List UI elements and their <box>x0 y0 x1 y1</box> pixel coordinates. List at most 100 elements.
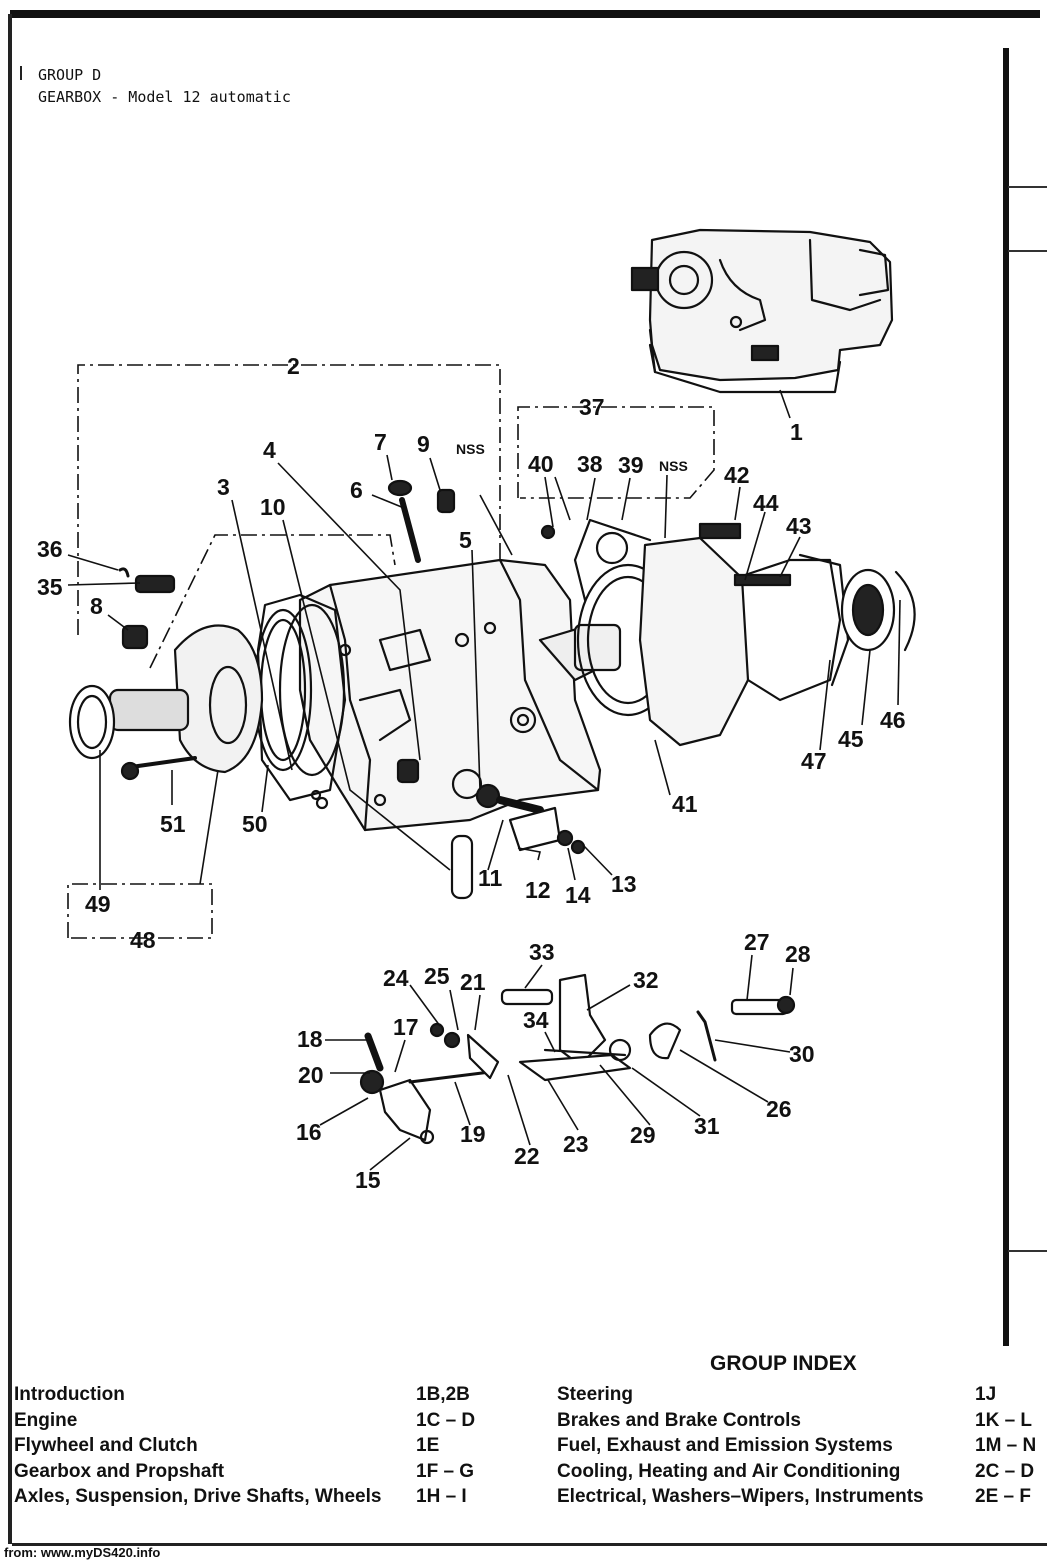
bracket-48 <box>67 883 213 939</box>
callout-47: 47 <box>801 748 827 774</box>
callout-4: 4 <box>263 437 276 463</box>
index-row[interactable]: Axles, Suspension, Drive Shafts, Wheels 1… <box>14 1484 494 1510</box>
callout-34: 34 <box>523 1007 549 1033</box>
callout-39: 39 <box>618 452 644 478</box>
index-code: 2E – F <box>975 1486 1031 1507</box>
index-name: Gearbox and Propshaft <box>14 1460 225 1482</box>
callout-8: 8 <box>90 593 103 619</box>
leader-lines <box>67 389 901 1171</box>
callout-49: 49 <box>85 891 111 917</box>
index-row[interactable]: Brakes and Brake Controls 1K – L <box>557 1408 1047 1434</box>
callout-38: 38 <box>577 451 603 477</box>
bracket-2 <box>77 364 501 635</box>
callout-29: 29 <box>630 1122 656 1148</box>
index-code: 1E <box>416 1435 440 1456</box>
index-name: Fuel, Exhaust and Emission Systems <box>557 1435 893 1456</box>
page-frame-left <box>8 14 12 1544</box>
callout-12: 12 <box>525 877 551 903</box>
callout-21: 21 <box>460 969 486 995</box>
callout-22: 22 <box>514 1143 540 1169</box>
callout-3: 3 <box>217 474 230 500</box>
callout-48: 48 <box>130 927 156 953</box>
callout-46: 46 <box>880 707 906 733</box>
group-brackets <box>67 364 715 939</box>
callout-13: 13 <box>611 871 637 897</box>
callout-36: 36 <box>37 536 63 562</box>
index-row[interactable]: Gearbox and Propshaft 1F – G <box>14 1459 494 1485</box>
page-frame-bottom <box>12 1543 1047 1546</box>
callout-35: 35 <box>37 574 63 600</box>
index-row[interactable]: Steering 1J <box>557 1382 1047 1408</box>
callout-1: 1 <box>790 419 803 445</box>
callout-41: 41 <box>672 791 698 817</box>
page-title: GEARBOX - Model 12 automatic <box>38 88 291 106</box>
bracket-37 <box>517 406 715 499</box>
index-code: 1H – I <box>416 1486 467 1507</box>
callout-31: 31 <box>694 1113 720 1139</box>
gearbox-assembly-illustration <box>630 228 894 394</box>
callout-labels: 1 2 3 4 5 6 7 8 9 10 11 12 13 14 15 16 1… <box>37 353 906 1193</box>
callout-18: 18 <box>297 1026 323 1052</box>
nss-labels: NSS NSS <box>456 441 688 474</box>
callout-14: 14 <box>565 882 591 908</box>
margin-mark <box>20 66 22 80</box>
index-name: Brakes and Brake Controls <box>557 1409 801 1431</box>
index-code: 1M – N <box>975 1435 1037 1456</box>
index-code: 2C – D <box>975 1460 1035 1482</box>
callout-23: 23 <box>563 1131 589 1157</box>
front-cover-illustration <box>68 624 264 781</box>
index-name: Axles, Suspension, Drive Shafts, Wheels <box>14 1486 382 1507</box>
callout-44: 44 <box>753 490 779 516</box>
index-row[interactable]: Cooling, Heating and Air Conditioning 2C … <box>557 1459 1047 1485</box>
page-frame-top <box>10 10 1040 18</box>
index-row[interactable]: Fuel, Exhaust and Emission Systems 1M – N <box>557 1433 1047 1459</box>
index-name: Flywheel and Clutch <box>14 1435 198 1456</box>
rear-extension-illustration <box>540 518 916 747</box>
callout-30: 30 <box>789 1041 815 1067</box>
callout-15: 15 <box>355 1167 381 1193</box>
callout-26: 26 <box>766 1096 792 1122</box>
index-row[interactable]: Flywheel and Clutch 1E <box>14 1433 494 1459</box>
callout-2: 2 <box>287 353 300 379</box>
selector-linkage-illustration <box>359 973 796 1145</box>
frame-tick <box>1008 186 1047 188</box>
index-code: 1B,2B <box>416 1384 470 1405</box>
callout-17: 17 <box>393 1014 419 1040</box>
callout-42: 42 <box>724 462 750 488</box>
nss-label-main-casing: NSS <box>456 441 485 457</box>
callout-32: 32 <box>633 967 659 993</box>
index-code: 1K – L <box>975 1409 1033 1431</box>
callout-9: 9 <box>417 431 430 457</box>
callout-5: 5 <box>459 527 472 553</box>
callout-10: 10 <box>260 494 286 520</box>
index-name: Cooling, Heating and Air Conditioning <box>557 1460 901 1482</box>
index-name: Electrical, Washers–Wipers, Instruments <box>557 1486 924 1507</box>
callout-16: 16 <box>296 1119 322 1145</box>
callout-50: 50 <box>242 811 268 837</box>
index-code: 1J <box>975 1384 997 1405</box>
callout-37: 37 <box>579 394 605 420</box>
parts-drawing <box>68 228 916 1145</box>
index-name: Steering <box>557 1384 634 1405</box>
nss-label-extension: NSS <box>659 458 688 474</box>
callout-33: 33 <box>529 939 555 965</box>
callout-7: 7 <box>374 429 387 455</box>
small-parts-illustration <box>118 479 586 900</box>
callout-28: 28 <box>785 941 811 967</box>
callout-43: 43 <box>786 513 812 539</box>
group-label: GROUP D <box>38 66 102 84</box>
callout-51: 51 <box>160 811 186 837</box>
index-name: Engine <box>14 1409 78 1431</box>
callout-20: 20 <box>298 1062 324 1088</box>
callout-45: 45 <box>838 726 864 752</box>
page-frame-right <box>1003 48 1009 1346</box>
callout-25: 25 <box>424 963 450 989</box>
index-row[interactable]: Electrical, Washers–Wipers, Instruments 2… <box>557 1484 1047 1510</box>
frame-tick <box>1008 1250 1047 1252</box>
index-code: 1F – G <box>416 1460 475 1482</box>
group-index-right-column: Steering 1J Brakes and Brake Controls 1K –… <box>557 1382 1047 1510</box>
